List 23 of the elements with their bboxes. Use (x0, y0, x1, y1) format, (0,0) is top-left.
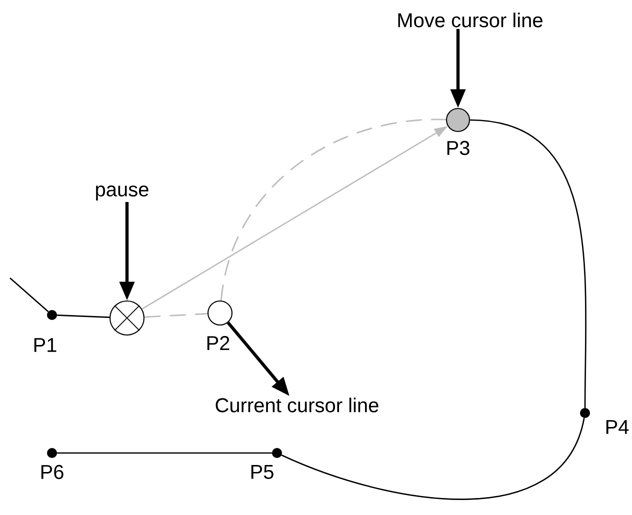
point-label: P1 (34, 338, 56, 352)
connector-line (10, 278, 49, 312)
callout-text: Current cursor line (216, 398, 378, 412)
point-label: P4 (606, 420, 629, 434)
connector-line (281, 418, 585, 500)
point-label: P6 (41, 464, 64, 480)
point-marker (272, 448, 282, 458)
point-label: P2 (207, 336, 230, 350)
point-label: P5 (251, 465, 274, 479)
point-marker (46, 310, 58, 320)
connector-line (220, 118, 446, 301)
point-marker (446, 108, 470, 132)
point-marker (580, 408, 590, 418)
crossed-circle (109, 300, 145, 336)
connector-line (470, 119, 586, 408)
point-marker (207, 300, 233, 326)
callout-text: Move cursor line (398, 12, 542, 28)
connector-line (144, 312, 208, 318)
callout-text: pause (96, 186, 148, 200)
point-label: P3 (447, 140, 470, 156)
connector-line (57, 452, 272, 454)
point-marker (46, 448, 58, 458)
connector-line (57, 314, 110, 318)
